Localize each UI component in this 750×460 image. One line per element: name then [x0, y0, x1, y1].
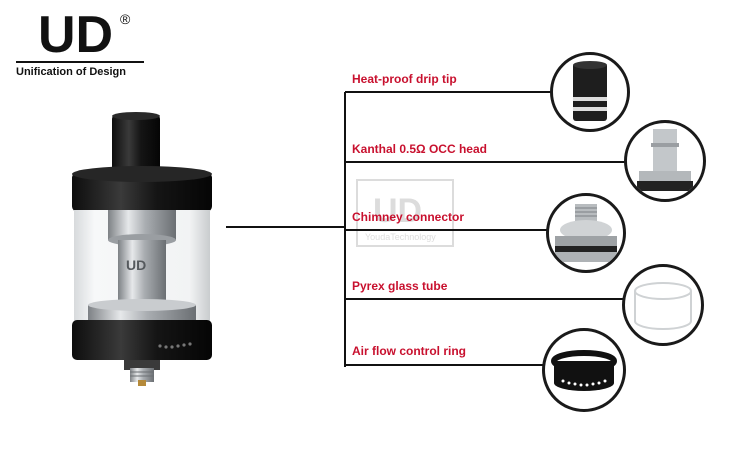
drip-tip-icon [550, 52, 630, 132]
brand-logo: UD ® Unification of Design [8, 6, 144, 81]
chimney-connector-icon [546, 193, 626, 273]
callout-line-glass-tube [345, 298, 625, 300]
callout-line-airflow-ring [345, 364, 545, 366]
coil-head-marking: UD [126, 257, 146, 273]
callout-label-coil-head: Kanthal 0.5Ω OCC head [352, 142, 487, 156]
connector-line [226, 226, 345, 228]
callout-label-glass-tube: Pyrex glass tube [352, 279, 448, 293]
logo-letters: UD [38, 8, 113, 58]
callout-line-coil-head [345, 161, 625, 163]
callout-line-drip-tip [345, 91, 557, 93]
watermark-text: YoudaTechnology [365, 232, 436, 242]
ud-logo-mark: UD ® [36, 6, 136, 64]
watermark-mark: UD [373, 192, 422, 230]
airflow-ring-icon [542, 328, 626, 412]
callout-line-chimney [345, 229, 547, 231]
callout-label-airflow-ring: Air flow control ring [352, 344, 466, 358]
callout-label-drip-tip: Heat-proof drip tip [352, 72, 457, 86]
callout-label-chimney: Chimney connector [352, 210, 465, 224]
glass-tube-icon [622, 264, 704, 346]
tank-atomizer-image: UD [60, 110, 225, 395]
watermark: UD YoudaTechnology [355, 178, 455, 253]
registered-mark: ® [120, 11, 131, 27]
brand-tagline: Unification of Design [16, 61, 144, 78]
ud-logo-icon: UD ® [38, 6, 131, 64]
coil-head-icon [624, 120, 706, 202]
